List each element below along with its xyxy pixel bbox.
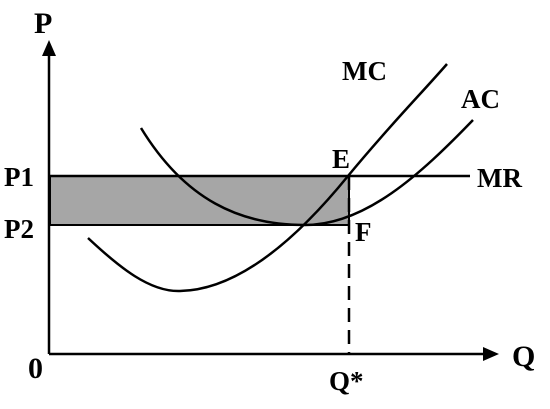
p2-label: P2 (4, 214, 34, 244)
profit-area (49, 175, 350, 226)
x-axis-arrow (483, 347, 499, 361)
mc-curve (87, 63, 448, 293)
point-f-label: F (355, 217, 372, 247)
origin-label: 0 (28, 352, 43, 385)
x-axis-label: Q (512, 340, 535, 373)
point-e-label: E (332, 144, 350, 174)
mr-label: MR (477, 163, 522, 193)
p1-label: P1 (4, 162, 34, 192)
q-star-label: Q* (329, 366, 364, 396)
mc-label: MC (342, 56, 387, 86)
y-axis-label: P (34, 7, 52, 40)
ac-label: AC (461, 84, 500, 114)
y-axis-arrow (42, 40, 56, 56)
